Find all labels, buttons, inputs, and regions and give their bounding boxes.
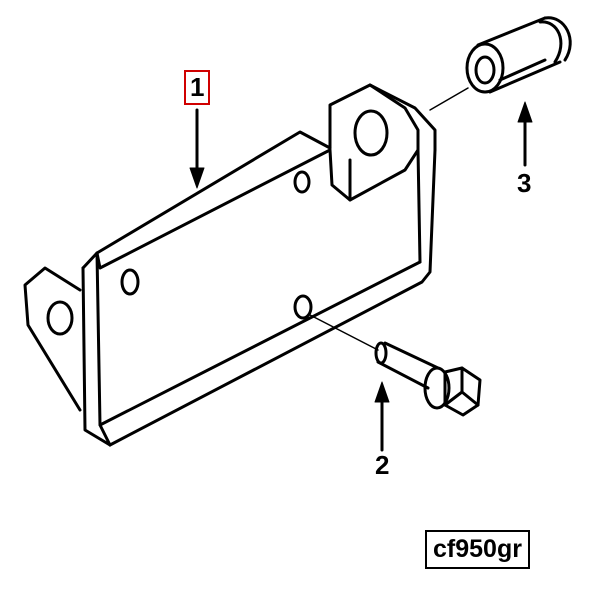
mounting-plate — [23, 83, 437, 447]
callout-label-2[interactable]: 2 — [375, 450, 390, 480]
figure-code-label: cf950gr — [425, 530, 530, 569]
callout-arrows — [189, 101, 533, 452]
callout-label-3[interactable]: 3 — [517, 168, 532, 198]
leader-lines — [309, 87, 469, 351]
callout-label-1[interactable]: 1 — [184, 70, 211, 105]
bushing — [465, 16, 572, 94]
bolt — [374, 341, 482, 417]
